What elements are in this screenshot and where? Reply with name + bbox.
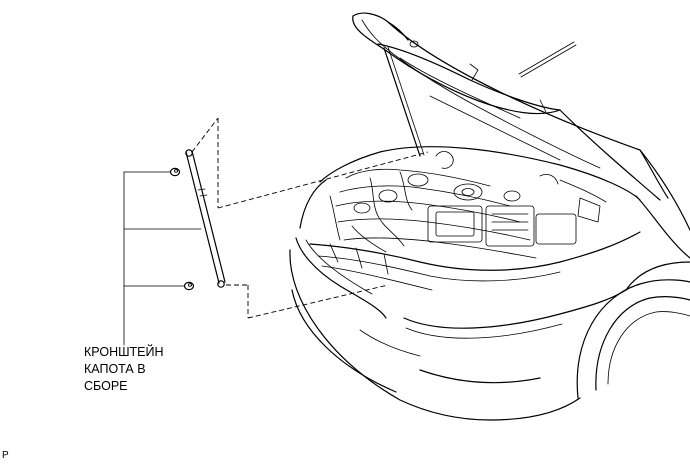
part-label-line-3: СБОРЕ (84, 379, 128, 393)
engine-compartment (329, 151, 607, 259)
front-wheel (576, 261, 690, 399)
vehicle-front (289, 12, 690, 421)
hood-support-assembly (185, 149, 226, 288)
part-label-hood-support: КРОНШТЕЙН КАПОТА В СБОРЕ (84, 344, 224, 395)
mounting-nut-lower (183, 281, 195, 291)
part-label-line-2: КАПОТА В (84, 362, 146, 376)
corner-reference-mark: P (2, 450, 9, 461)
projection-lines (191, 117, 429, 319)
part-label-line-1: КРОНШТЕЙН (84, 345, 164, 359)
callout-bracket (123, 171, 202, 346)
mounting-nut-upper (169, 167, 181, 177)
